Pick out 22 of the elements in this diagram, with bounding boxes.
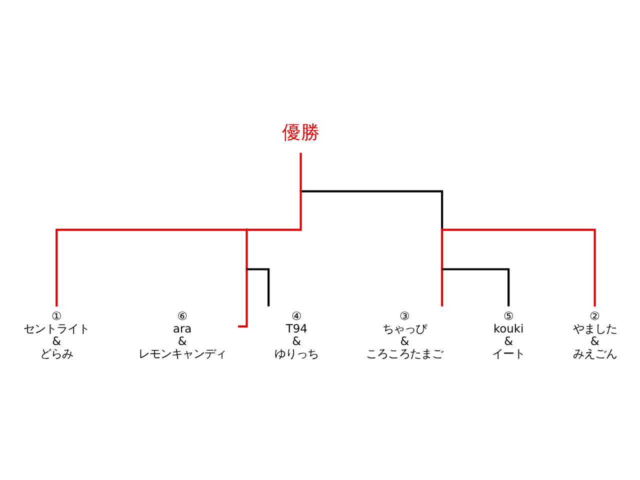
connector: [302, 190, 444, 229]
connector: [300, 152, 302, 190]
node-point: [245, 228, 248, 231]
connector: [246, 268, 270, 306]
node-text: ③ ちゃっぴ & ころころたまご: [366, 308, 444, 360]
node-point: [245, 267, 248, 270]
node-point: [300, 189, 302, 192]
connector: [56, 228, 246, 307]
node-text: ⑥ ara & レモンキャンディ: [138, 308, 226, 360]
node-text: ⑤ kouki & イート: [492, 308, 526, 360]
connector: [443, 228, 596, 307]
node-point: [440, 228, 444, 231]
connector: [246, 230, 248, 268]
node-text: 優勝: [282, 122, 320, 144]
connector: [442, 268, 510, 306]
connector: [441, 269, 444, 306]
node-text: ② やました & みえごん: [572, 308, 617, 360]
node-text: ④ T94 & ゆりっち: [274, 308, 319, 360]
connector: [441, 230, 444, 268]
node-point: [440, 267, 444, 270]
node-text: ① セントライト & どらみ: [24, 308, 90, 360]
connector: [248, 192, 302, 231]
